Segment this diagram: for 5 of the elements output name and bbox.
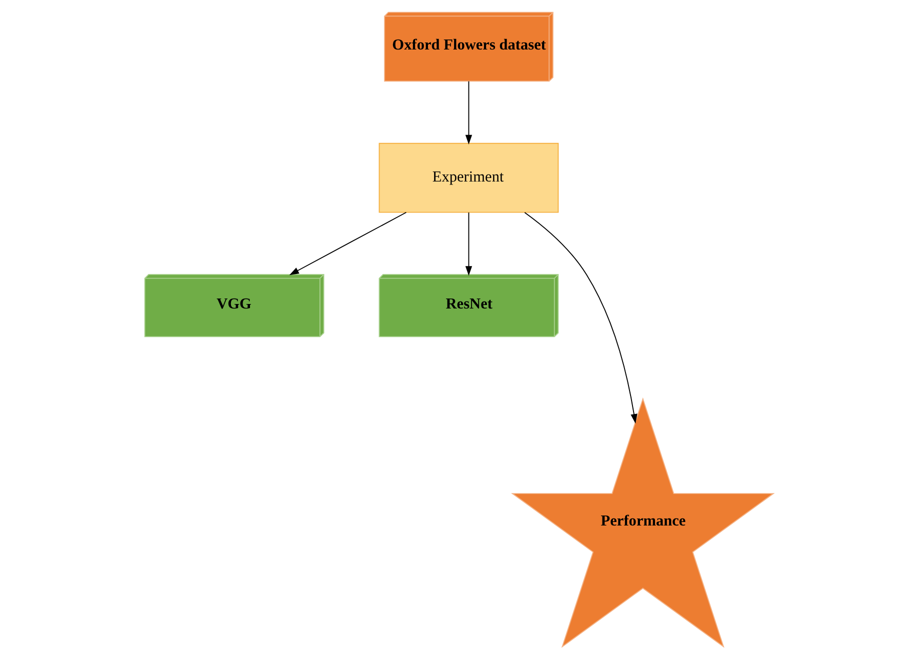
node-box: Experiment [378, 142, 558, 213]
arrow [524, 212, 637, 424]
arrow [464, 212, 472, 276]
arrow [464, 80, 472, 144]
arrow [288, 212, 406, 276]
